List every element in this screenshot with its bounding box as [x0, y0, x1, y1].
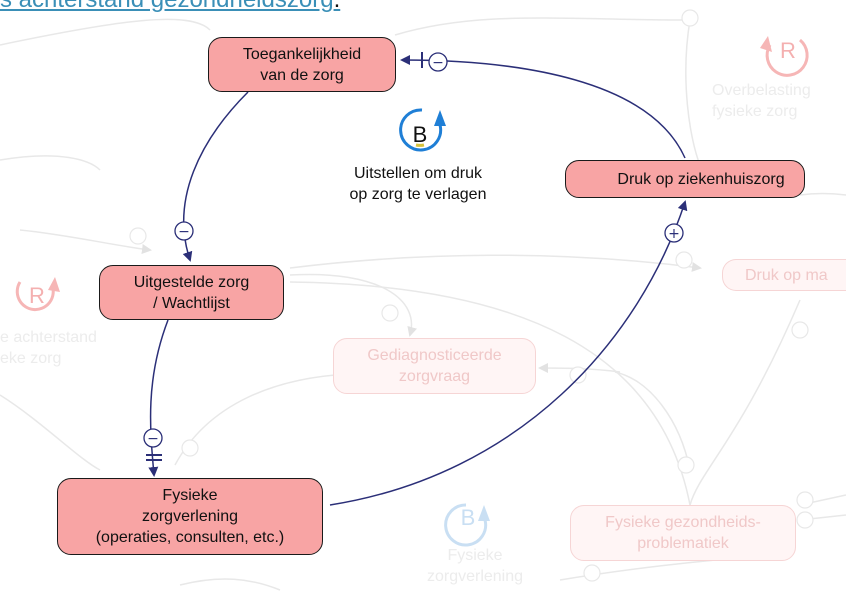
loop-label-achterstand: e achterstand eke zorg	[0, 329, 97, 367]
reinforcing-loop-icon-faded	[760, 36, 809, 77]
faded-link	[289, 254, 702, 272]
sign-minus: −	[432, 55, 444, 71]
node-druk-op-ma[interactable]: Druk op ma	[722, 259, 846, 291]
faded-link	[689, 299, 801, 506]
node-druk-op-ziekenhuiszorg[interactable]: Druk op ziekenhuiszorg	[565, 160, 805, 198]
faded-link	[289, 273, 417, 337]
node-fysieke-gezondheidsproblematiek[interactable]: Fysieke gezondheids- problematiek	[570, 505, 796, 561]
node-toegankelijkheid-van-de-zorg[interactable]: Toegankelijkheid van de zorg	[208, 37, 396, 92]
faded-link	[174, 374, 336, 466]
faded-link	[685, 19, 701, 166]
background-link-signs	[129, 9, 814, 582]
title-link-text[interactable]: s achterstand gezondheidszorg	[0, 0, 334, 13]
loop-label-overbelasting: Overbelasting fysieke zorg	[712, 82, 811, 120]
loop-letter-main: B	[412, 122, 428, 147]
faded-link	[179, 578, 281, 591]
node-uitgestelde-zorg[interactable]: Uitgestelde zorg / Wachtlijst	[99, 265, 284, 320]
node-label: Fysieke zorgverlening (operaties, consul…	[95, 487, 285, 546]
node-label: Fysieke gezondheids- problematiek	[605, 514, 761, 552]
faded-link	[614, 371, 691, 471]
faded-link	[0, 394, 101, 471]
sign-plus: +	[668, 226, 680, 242]
sign-minus: −	[178, 224, 190, 240]
faded-link	[0, 18, 211, 46]
link-fysieke-druk	[329, 200, 688, 506]
reinforcing-loop-icon-faded	[15, 277, 60, 312]
link-druk-toegankelijkheid	[400, 55, 686, 159]
link-sign-uitg-fys: −	[143, 428, 163, 448]
balancing-loop-icon-faded	[444, 503, 490, 547]
link-sign-toeg-uitg: −	[174, 221, 194, 241]
title-trailing: .	[334, 0, 341, 13]
loop-letter-achterstand: R	[29, 283, 45, 308]
node-fysieke-zorgverlening[interactable]: Fysieke zorgverlening (operaties, consul…	[57, 478, 323, 555]
node-label: Toegankelijkheid van de zorg	[242, 45, 362, 84]
faded-link	[19, 229, 152, 254]
loop-letter-overbelasting: R	[780, 38, 796, 63]
node-label: Druk op ma	[745, 266, 828, 284]
sign-minus: −	[147, 431, 159, 447]
faded-link	[799, 192, 846, 196]
faded-link	[0, 155, 101, 171]
faded-link	[289, 281, 691, 506]
page-title-link[interactable]: s achterstand gezondheidszorg.	[0, 0, 846, 14]
link-sign-druk-toeg: −	[428, 52, 448, 72]
link-toegankelijkheid-uitgestelde	[182, 91, 249, 262]
node-gediagnosticeerde-zorgvraag[interactable]: Gediagnosticeerde zorgvraag	[333, 338, 536, 394]
loop-label-main: Uitstellen om druk op zorg te verlagen	[349, 165, 487, 203]
loop-label-fysieke: Fysieke zorgverlening	[426, 547, 524, 585]
link-uitgestelde-fysieke	[148, 319, 169, 477]
loop-letter-fysieke: B	[460, 505, 476, 530]
node-label: Gediagnosticeerde zorgvraag	[367, 347, 502, 385]
node-label: Druk op ziekenhuiszorg	[617, 170, 785, 188]
faded-link	[394, 17, 691, 36]
node-label: Uitgestelde zorg / Wachtlijst	[133, 273, 250, 312]
balancing-loop-icon	[399, 108, 446, 152]
link-sign-fys-druk: +	[664, 223, 684, 243]
delay-markers	[146, 52, 423, 461]
